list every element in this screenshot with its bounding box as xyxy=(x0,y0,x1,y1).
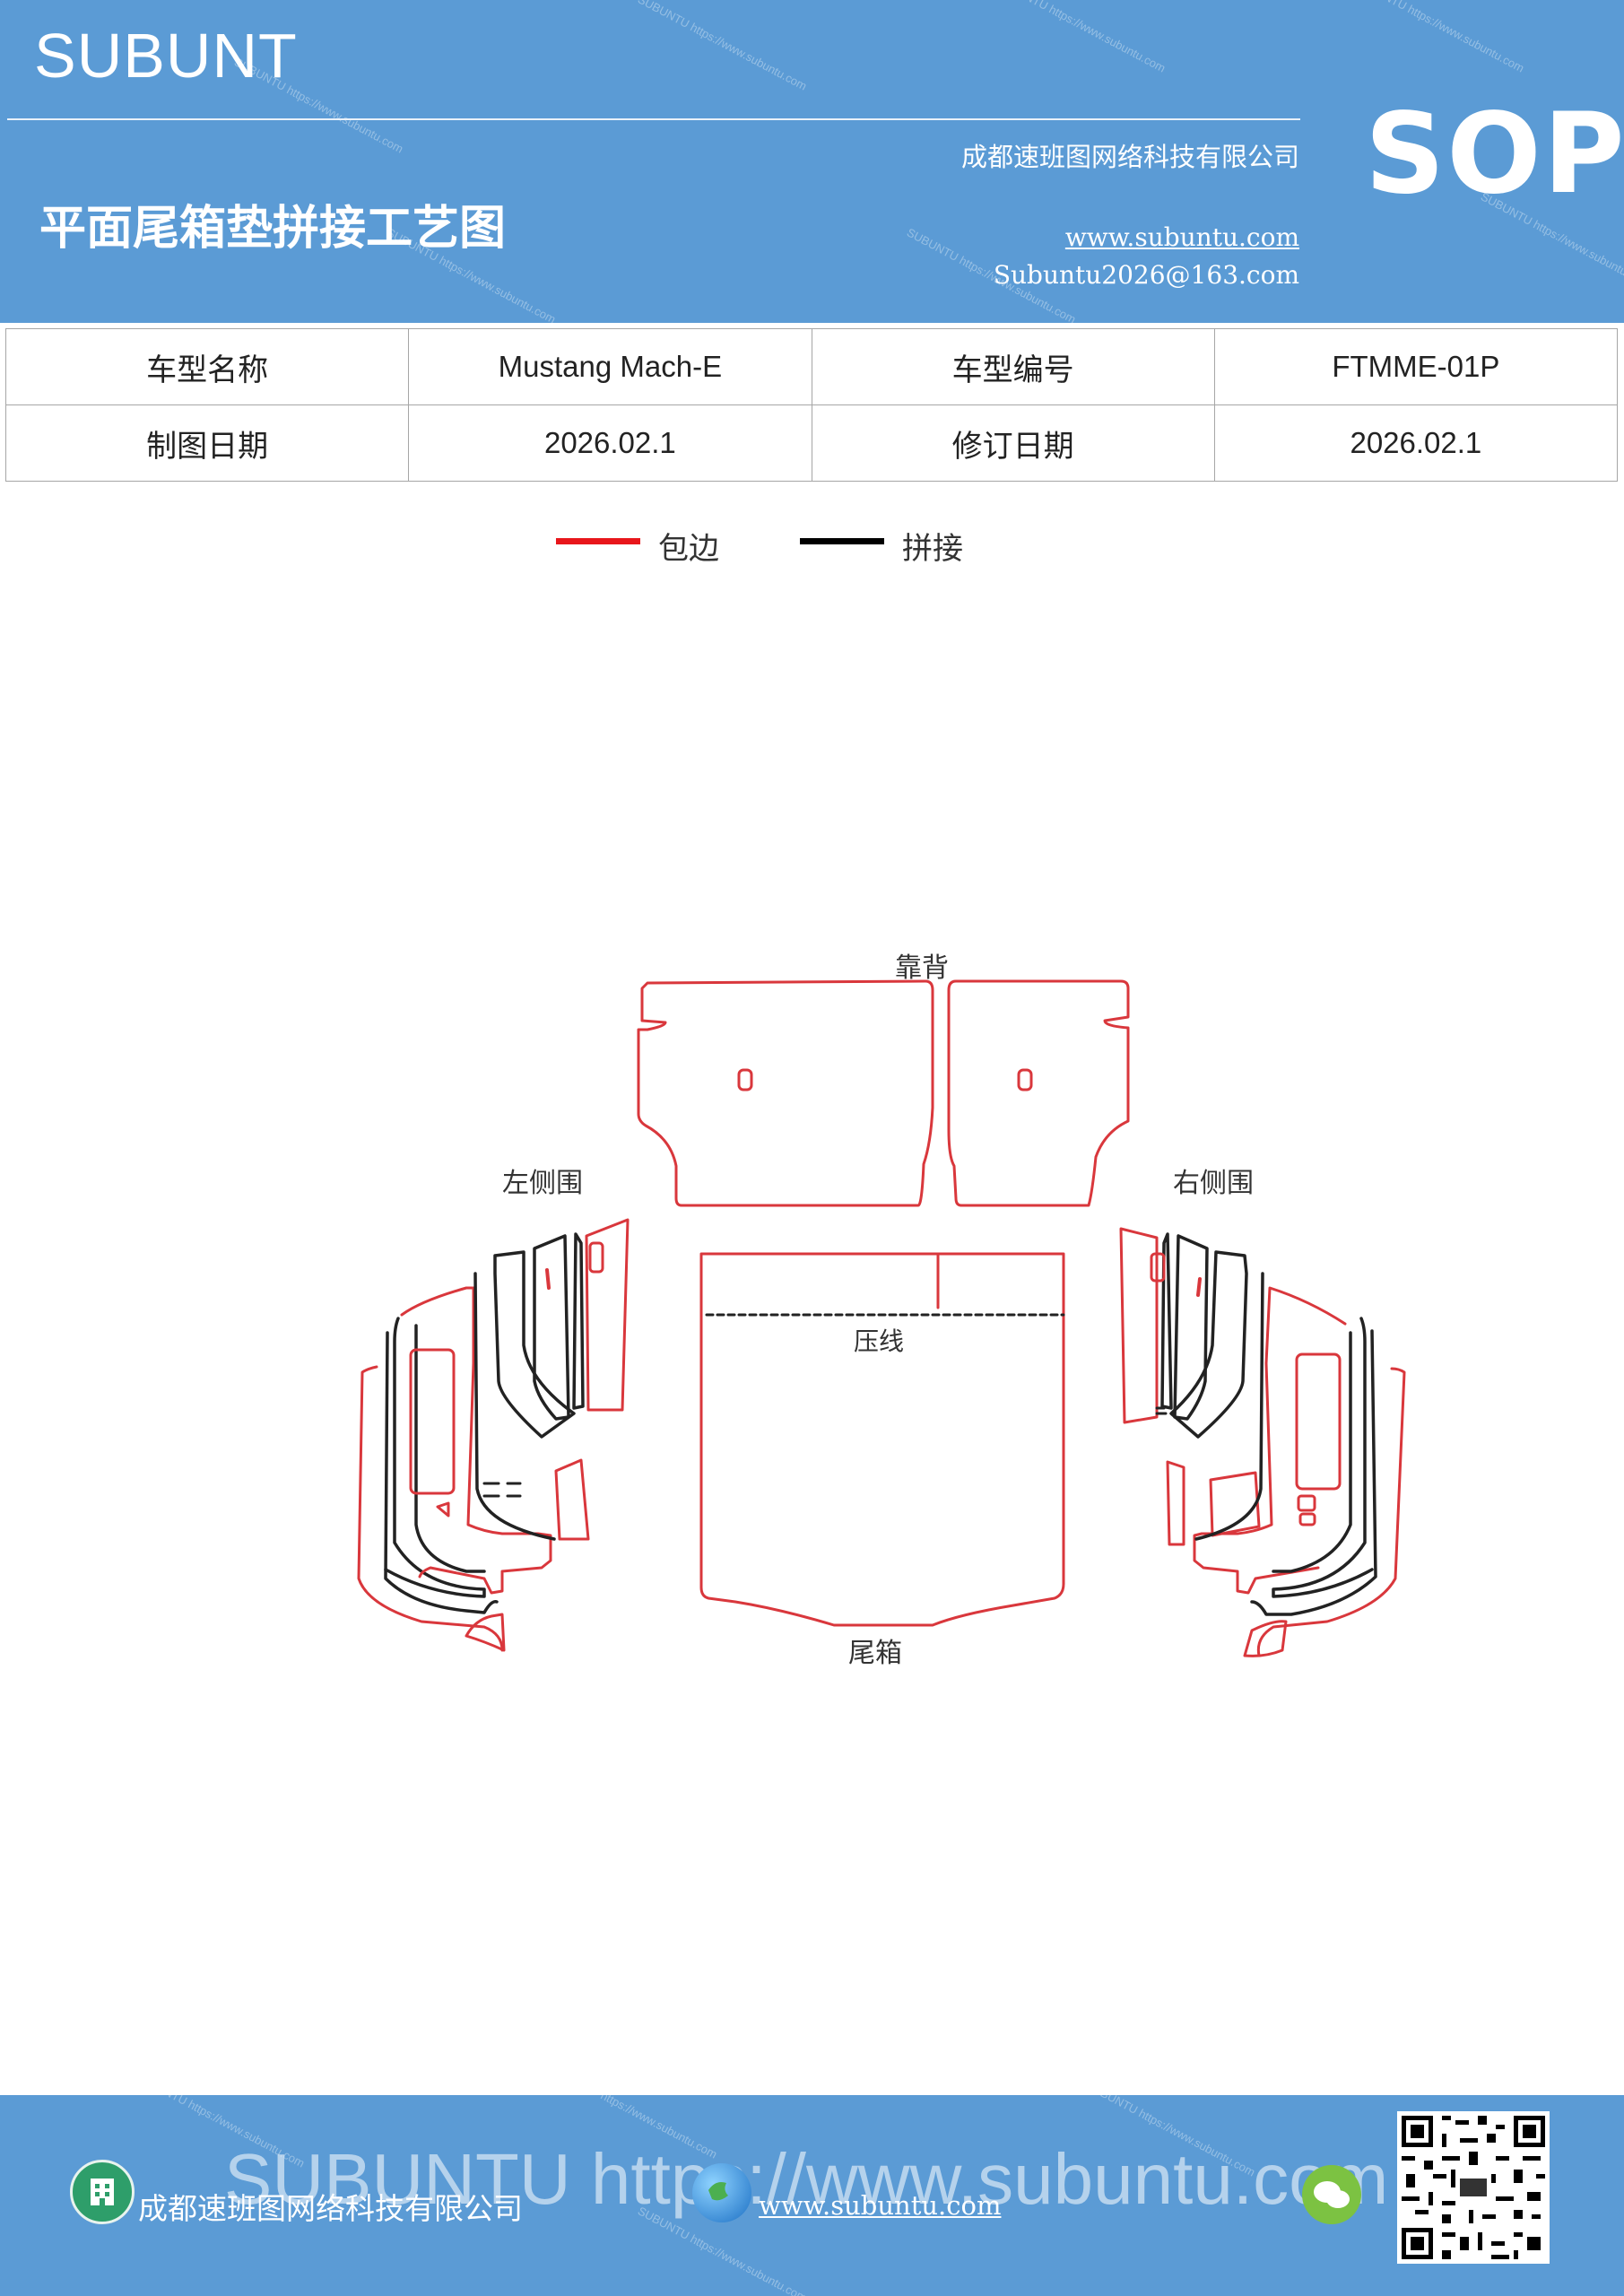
website-link[interactable]: www.subuntu.com xyxy=(1064,222,1299,252)
backrest-right-panel xyxy=(947,979,1130,1207)
globe-icon xyxy=(692,2163,751,2222)
header-banner: SUBUNTU https://www.subuntu.com SUBUNTU … xyxy=(0,0,1624,323)
table-row: 制图日期 2026.02.1 修订日期 2026.02.1 xyxy=(4,404,1619,482)
label-right-side: 右侧围 xyxy=(1173,1168,1254,1199)
wechat-icon xyxy=(1302,2165,1361,2224)
table-cell: 2026.02.1 xyxy=(408,404,812,482)
table-cell: FTMME-01P xyxy=(1213,328,1619,405)
backrest-left-slot xyxy=(737,1068,753,1091)
table-cell: Mustang Mach-E xyxy=(408,328,812,405)
legend-swatch-edge xyxy=(556,538,640,544)
table-cell: 制图日期 xyxy=(4,404,410,482)
legend-label-seam: 拼接 xyxy=(902,531,963,567)
table-cell: 2026.02.1 xyxy=(1213,404,1619,482)
table-cell: 车型名称 xyxy=(4,328,410,405)
document-title: 平面尾箱垫拼接工艺图 xyxy=(39,202,507,256)
table-cell: 车型编号 xyxy=(811,328,1215,405)
trunk-floor-panel xyxy=(699,1252,1065,1627)
company-name: 成都速班图网络科技有限公司 xyxy=(960,142,1299,172)
table-cell: 修订日期 xyxy=(811,404,1215,482)
footer-watermark-text: SUBUNTU https://www.subuntu.com xyxy=(224,2139,1389,2219)
label-backrest: 靠背 xyxy=(895,952,949,984)
footer-company-name: 成都速班图网络科技有限公司 xyxy=(138,2191,523,2226)
backrest-left-panel xyxy=(637,979,934,1207)
backrest-right-slot xyxy=(1017,1068,1033,1091)
legend: 包边 拼接 xyxy=(0,524,1624,578)
email-address: Subuntu2026@163.com xyxy=(993,260,1299,290)
table-row: 车型名称 Mustang Mach-E 车型编号 FTMME-01P xyxy=(4,328,1619,405)
left-side-panels xyxy=(357,1218,630,1652)
footer-banner: SUBUNTU https://www.subuntu.com SUBUNTU … xyxy=(0,2095,1624,2296)
brand-name: SUBUNT xyxy=(34,21,298,91)
label-trunk: 尾箱 xyxy=(848,1638,902,1669)
label-press-line: 压线 xyxy=(854,1326,905,1356)
building-icon xyxy=(70,2160,135,2224)
sop-badge: SOP xyxy=(1365,90,1624,219)
label-left-side: 左侧围 xyxy=(502,1168,583,1199)
footer-website-link[interactable]: www.subuntu.com xyxy=(759,2190,1002,2221)
vehicle-info-table: 车型名称 Mustang Mach-E 车型编号 FTMME-01P 制图日期 … xyxy=(4,328,1619,482)
legend-swatch-seam xyxy=(800,538,884,544)
legend-label-edge: 包边 xyxy=(658,531,719,567)
right-side-panels xyxy=(1119,1227,1406,1657)
header-divider xyxy=(7,118,1300,120)
qr-code-image xyxy=(1397,2111,1550,2264)
